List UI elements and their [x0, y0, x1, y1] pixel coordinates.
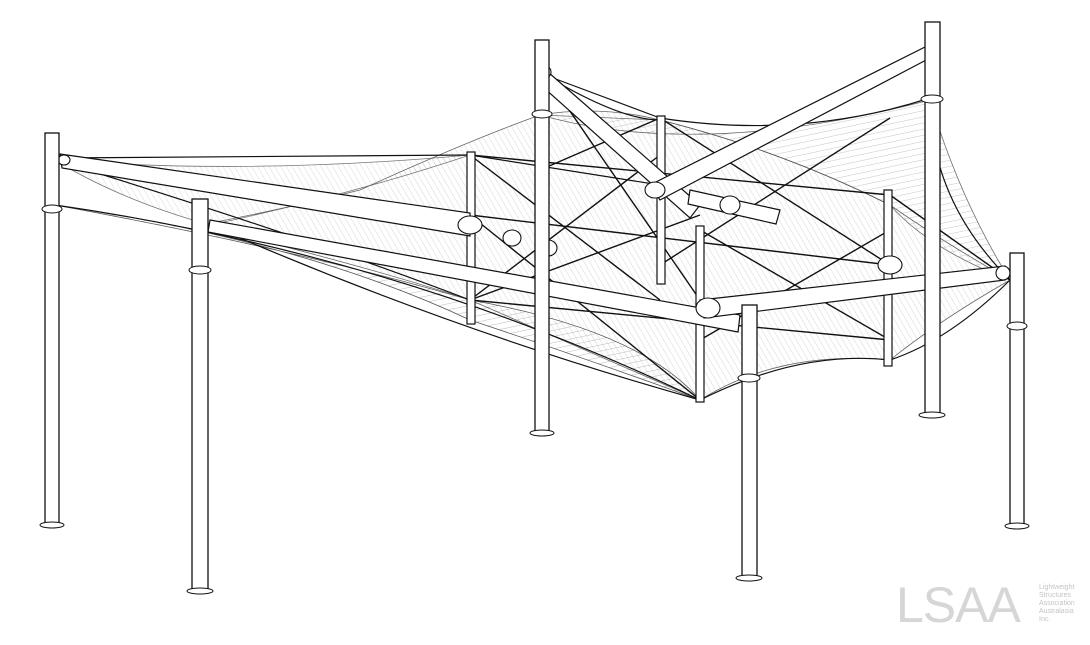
- mast-6: [1009, 252, 1025, 527]
- mast-3: [534, 39, 550, 434]
- mast-base-plates: [39, 411, 1030, 595]
- logo-line: Inc.: [1039, 616, 1051, 623]
- lsaa-logo: LSAA Lightweight Structures Association …: [896, 577, 1075, 636]
- logo-line: Structures: [1039, 592, 1071, 599]
- mast-4: [924, 21, 941, 416]
- logo-text: Lightweight Structures Association Austr…: [1039, 584, 1090, 624]
- connection-nodes: [57, 65, 1011, 319]
- logo-line: Lightweight: [1039, 584, 1075, 591]
- mast-2: [191, 198, 209, 592]
- mast-5: [741, 304, 758, 579]
- logo-line: Australasia: [1039, 608, 1074, 615]
- logo-mark: LSAA: [896, 577, 1021, 633]
- mast-collars: [41, 94, 1028, 383]
- compression-booms: [59, 40, 1006, 333]
- mast-1: [44, 132, 60, 526]
- logo-line: Association: [1039, 600, 1075, 607]
